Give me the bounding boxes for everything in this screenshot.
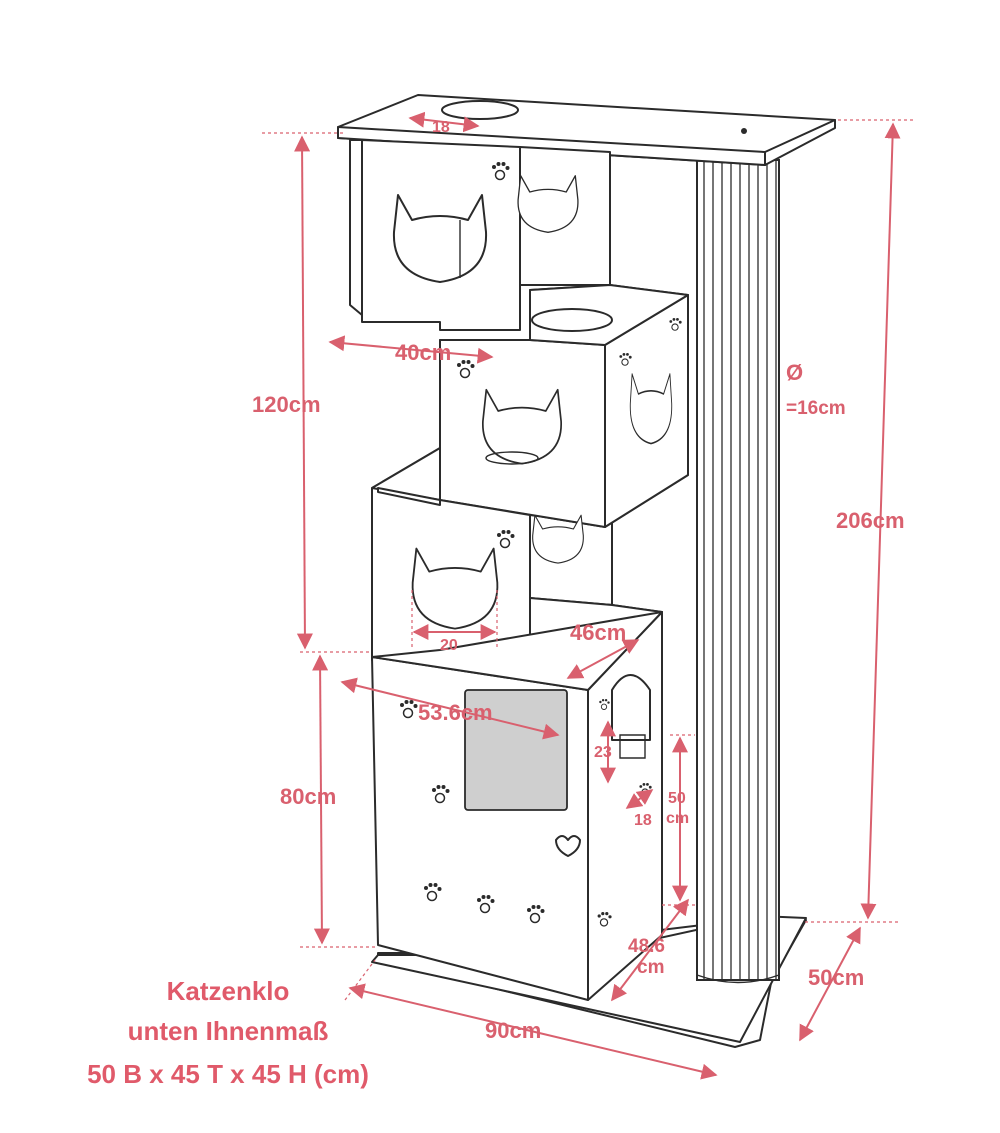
base-width-label: 90cm	[485, 1018, 541, 1043]
scratching-post	[696, 159, 780, 984]
side-opening-width-label: 18	[634, 812, 652, 829]
base-depth-label: 50cm	[808, 965, 864, 990]
hole-width-label: 20	[440, 637, 458, 654]
lower-depth-unit-label: cm	[637, 957, 664, 978]
post-diameter-label: =16cm	[786, 398, 846, 419]
top-hole-label: 18	[432, 119, 450, 136]
side-opening-height-label: 23	[594, 744, 612, 761]
caption-line-3: 50 B x 45 T x 45 H (cm)	[87, 1059, 369, 1089]
caption-line-2: unten Ihnenmaß	[128, 1016, 329, 1046]
lower-depth-value-label: 48.6	[628, 936, 665, 957]
litter-width-label: 53.6cm	[418, 700, 493, 725]
door-height-unit-label: cm	[666, 810, 689, 827]
dimension-lines	[262, 111, 915, 1080]
dimension-labels: 18 40cm 120cm Ø =16cm 206cm 20 46cm 53.6…	[252, 119, 905, 1043]
litter-box-caption: Katzenklo unten Ihnenmaß 50 B x 45 T x 4…	[87, 976, 369, 1089]
post-symbol-label: Ø	[786, 360, 803, 385]
total-height-label: 206cm	[836, 508, 905, 533]
caption-line-1: Katzenklo	[167, 976, 290, 1006]
top-box	[349, 139, 579, 331]
litter-cabinet	[371, 611, 663, 1001]
heart-icon	[555, 835, 581, 857]
middle-box	[439, 284, 689, 528]
height-lower-label: 80cm	[280, 784, 336, 809]
upper-width-label: 40cm	[395, 340, 451, 365]
height-upper-label: 120cm	[252, 392, 321, 417]
box-depth-label: 46cm	[570, 620, 626, 645]
lower-box	[371, 447, 584, 676]
door-height-label: 50	[668, 790, 686, 807]
